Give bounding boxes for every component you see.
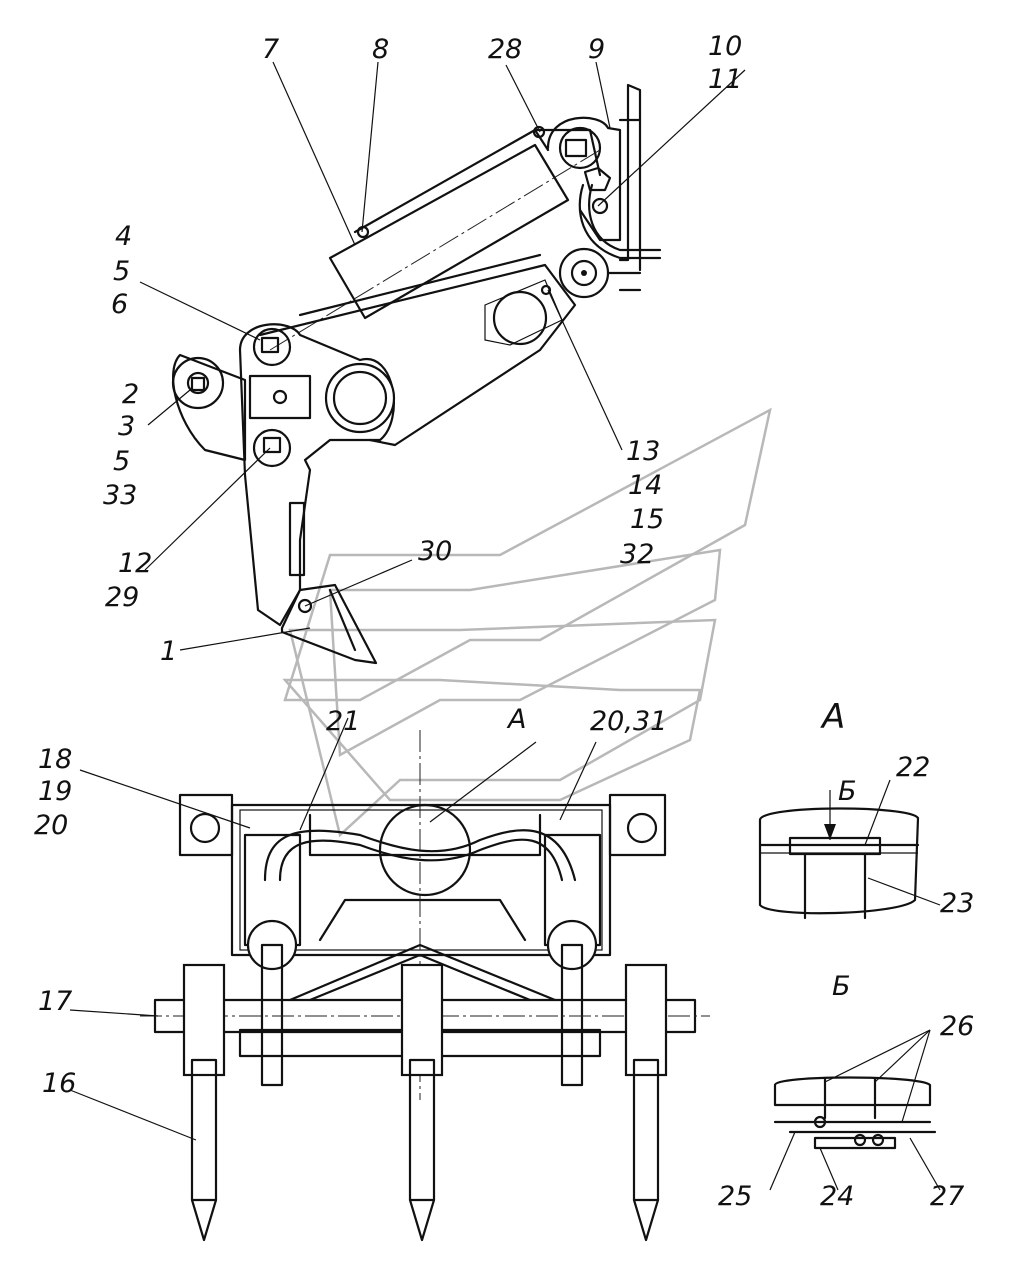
watermark-logo xyxy=(282,407,772,838)
callout-11: 11 xyxy=(708,64,742,95)
side-view xyxy=(171,83,662,665)
callout-25: 25 xyxy=(718,1181,752,1212)
main-arm xyxy=(258,253,577,447)
ripper-tip xyxy=(280,583,378,665)
hydraulic-hoses xyxy=(578,183,662,260)
callout-4: 4 xyxy=(115,221,132,252)
callout-17: 17 xyxy=(38,986,72,1017)
bracing xyxy=(288,943,557,1002)
callout-18: 18 xyxy=(38,744,72,775)
hydraulic-cylinder xyxy=(269,125,602,351)
callout-27: 27 xyxy=(930,1181,964,1212)
callout-5-lower: 5 xyxy=(113,446,130,477)
callout-13: 13 xyxy=(626,436,660,467)
callout-10: 10 xyxy=(708,31,742,62)
left-mount xyxy=(171,353,247,462)
side-cylinders xyxy=(243,833,602,1087)
detail-a-circle xyxy=(378,803,472,897)
callout-14: 14 xyxy=(628,470,662,501)
callout-16: 16 xyxy=(42,1068,76,1099)
view-b-title: Б xyxy=(832,971,851,1002)
callout-a: A xyxy=(506,704,526,735)
callout-26: 26 xyxy=(940,1011,974,1042)
leader-lines xyxy=(69,61,941,1191)
detail-view-b xyxy=(773,1076,937,1150)
callout-5-upper: 5 xyxy=(113,256,130,287)
callout-labels: 7 8 28 9 10 11 4 5 6 2 3 5 33 13 14 15 3… xyxy=(34,31,974,1212)
callout-6: 6 xyxy=(111,289,128,320)
callout-20-31: 20,31 xyxy=(590,706,667,737)
callout-33: 33 xyxy=(103,480,137,511)
callout-23: 23 xyxy=(940,888,974,919)
callout-19: 19 xyxy=(38,776,72,807)
callout-12: 12 xyxy=(118,548,152,579)
callout-22: 22 xyxy=(896,752,930,783)
callout-9: 9 xyxy=(588,34,605,65)
callout-8: 8 xyxy=(372,34,389,65)
callout-2: 2 xyxy=(122,379,139,410)
callout-28: 28 xyxy=(488,34,522,65)
callout-29: 29 xyxy=(105,582,139,613)
callout-32: 32 xyxy=(620,539,654,570)
callout-30: 30 xyxy=(418,536,452,567)
lower-pivot xyxy=(558,247,642,299)
callout-24: 24 xyxy=(820,1181,854,1212)
callout-7: 7 xyxy=(262,34,279,65)
callout-21: 21 xyxy=(326,706,360,737)
ripper-shanks xyxy=(182,963,668,1242)
upper-bracket xyxy=(546,83,642,272)
linkage-plate xyxy=(238,323,396,627)
callout-1: 1 xyxy=(160,636,177,667)
plan-view xyxy=(140,730,710,1242)
callout-20: 20 xyxy=(34,810,68,841)
detail-view-a xyxy=(758,790,920,920)
callout-15: 15 xyxy=(630,504,664,535)
view-a-title: A xyxy=(820,697,845,737)
callout-3: 3 xyxy=(118,411,135,442)
view-a-marker: Б xyxy=(838,776,857,807)
